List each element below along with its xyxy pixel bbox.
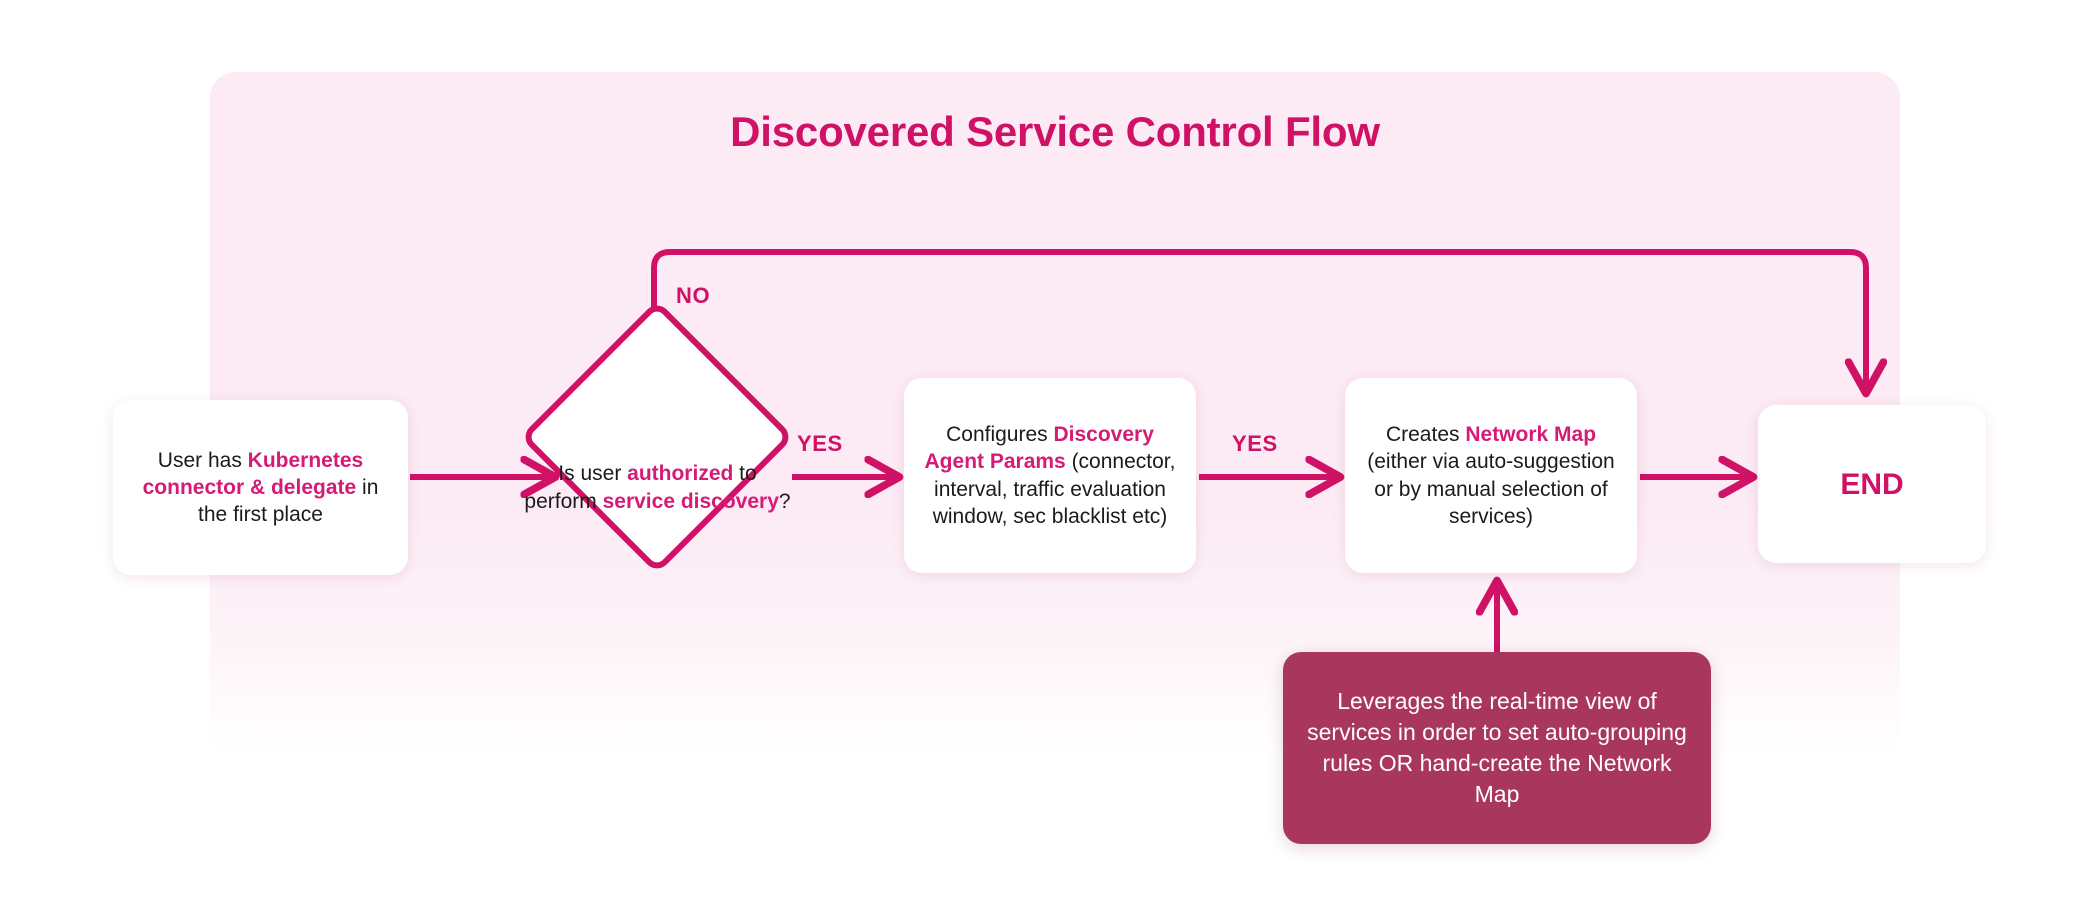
page-title: Discovered Service Control Flow [730, 108, 1380, 155]
node-params-text: Configures Discovery Agent Params (conne… [918, 421, 1182, 530]
node-discovery-agent-params[interactable]: Configures Discovery Agent Params (conne… [904, 378, 1196, 573]
node-decision-seg-1: authorized [627, 461, 734, 485]
node-netmap-text: Creates Network Map (either via auto-sug… [1359, 421, 1623, 530]
node-params-seg-2: (connector, interval, traffic evaluation… [932, 450, 1176, 528]
node-start-seg-1: Kubernetes connector & delegate [142, 448, 364, 499]
node-decision-seg-0: Is user [558, 461, 628, 485]
node-decision-seg-2: to perform [524, 461, 757, 513]
node-decision-text: Is user authorized to perform service di… [520, 400, 795, 575]
node-decision-seg-3: service discovery [602, 489, 779, 513]
node-netmap-seg-0: Creates [1385, 422, 1466, 446]
note-box-text: Leverages the real-time view of services… [1307, 688, 1687, 807]
note-box-network-map[interactable]: Leverages the real-time view of services… [1283, 652, 1711, 844]
node-params-seg-0: Configures [946, 422, 1054, 446]
node-start[interactable]: User has Kubernetes connector & delegate… [113, 400, 408, 575]
node-decision-seg-4: ? [778, 489, 791, 513]
node-start-seg-0: User has [157, 448, 248, 472]
edge-label-yes-1: YES [797, 431, 843, 456]
node-netmap-seg-1: Network Map [1465, 422, 1597, 446]
edge-label-yes-2: YES [1232, 431, 1278, 456]
edge-label-no: NO [676, 283, 711, 308]
node-netmap-seg-2: (either via auto-suggestion or by manual… [1367, 450, 1615, 528]
node-end[interactable]: END [1758, 405, 1986, 563]
node-params-seg-1: Discovery Agent Params [924, 422, 1154, 474]
node-start-text: User has Kubernetes connector & delegate… [127, 447, 394, 529]
node-network-map[interactable]: Creates Network Map (either via auto-sug… [1345, 378, 1637, 573]
node-start-seg-2: in the first place [198, 475, 379, 527]
node-end-label: END [1840, 467, 1904, 501]
